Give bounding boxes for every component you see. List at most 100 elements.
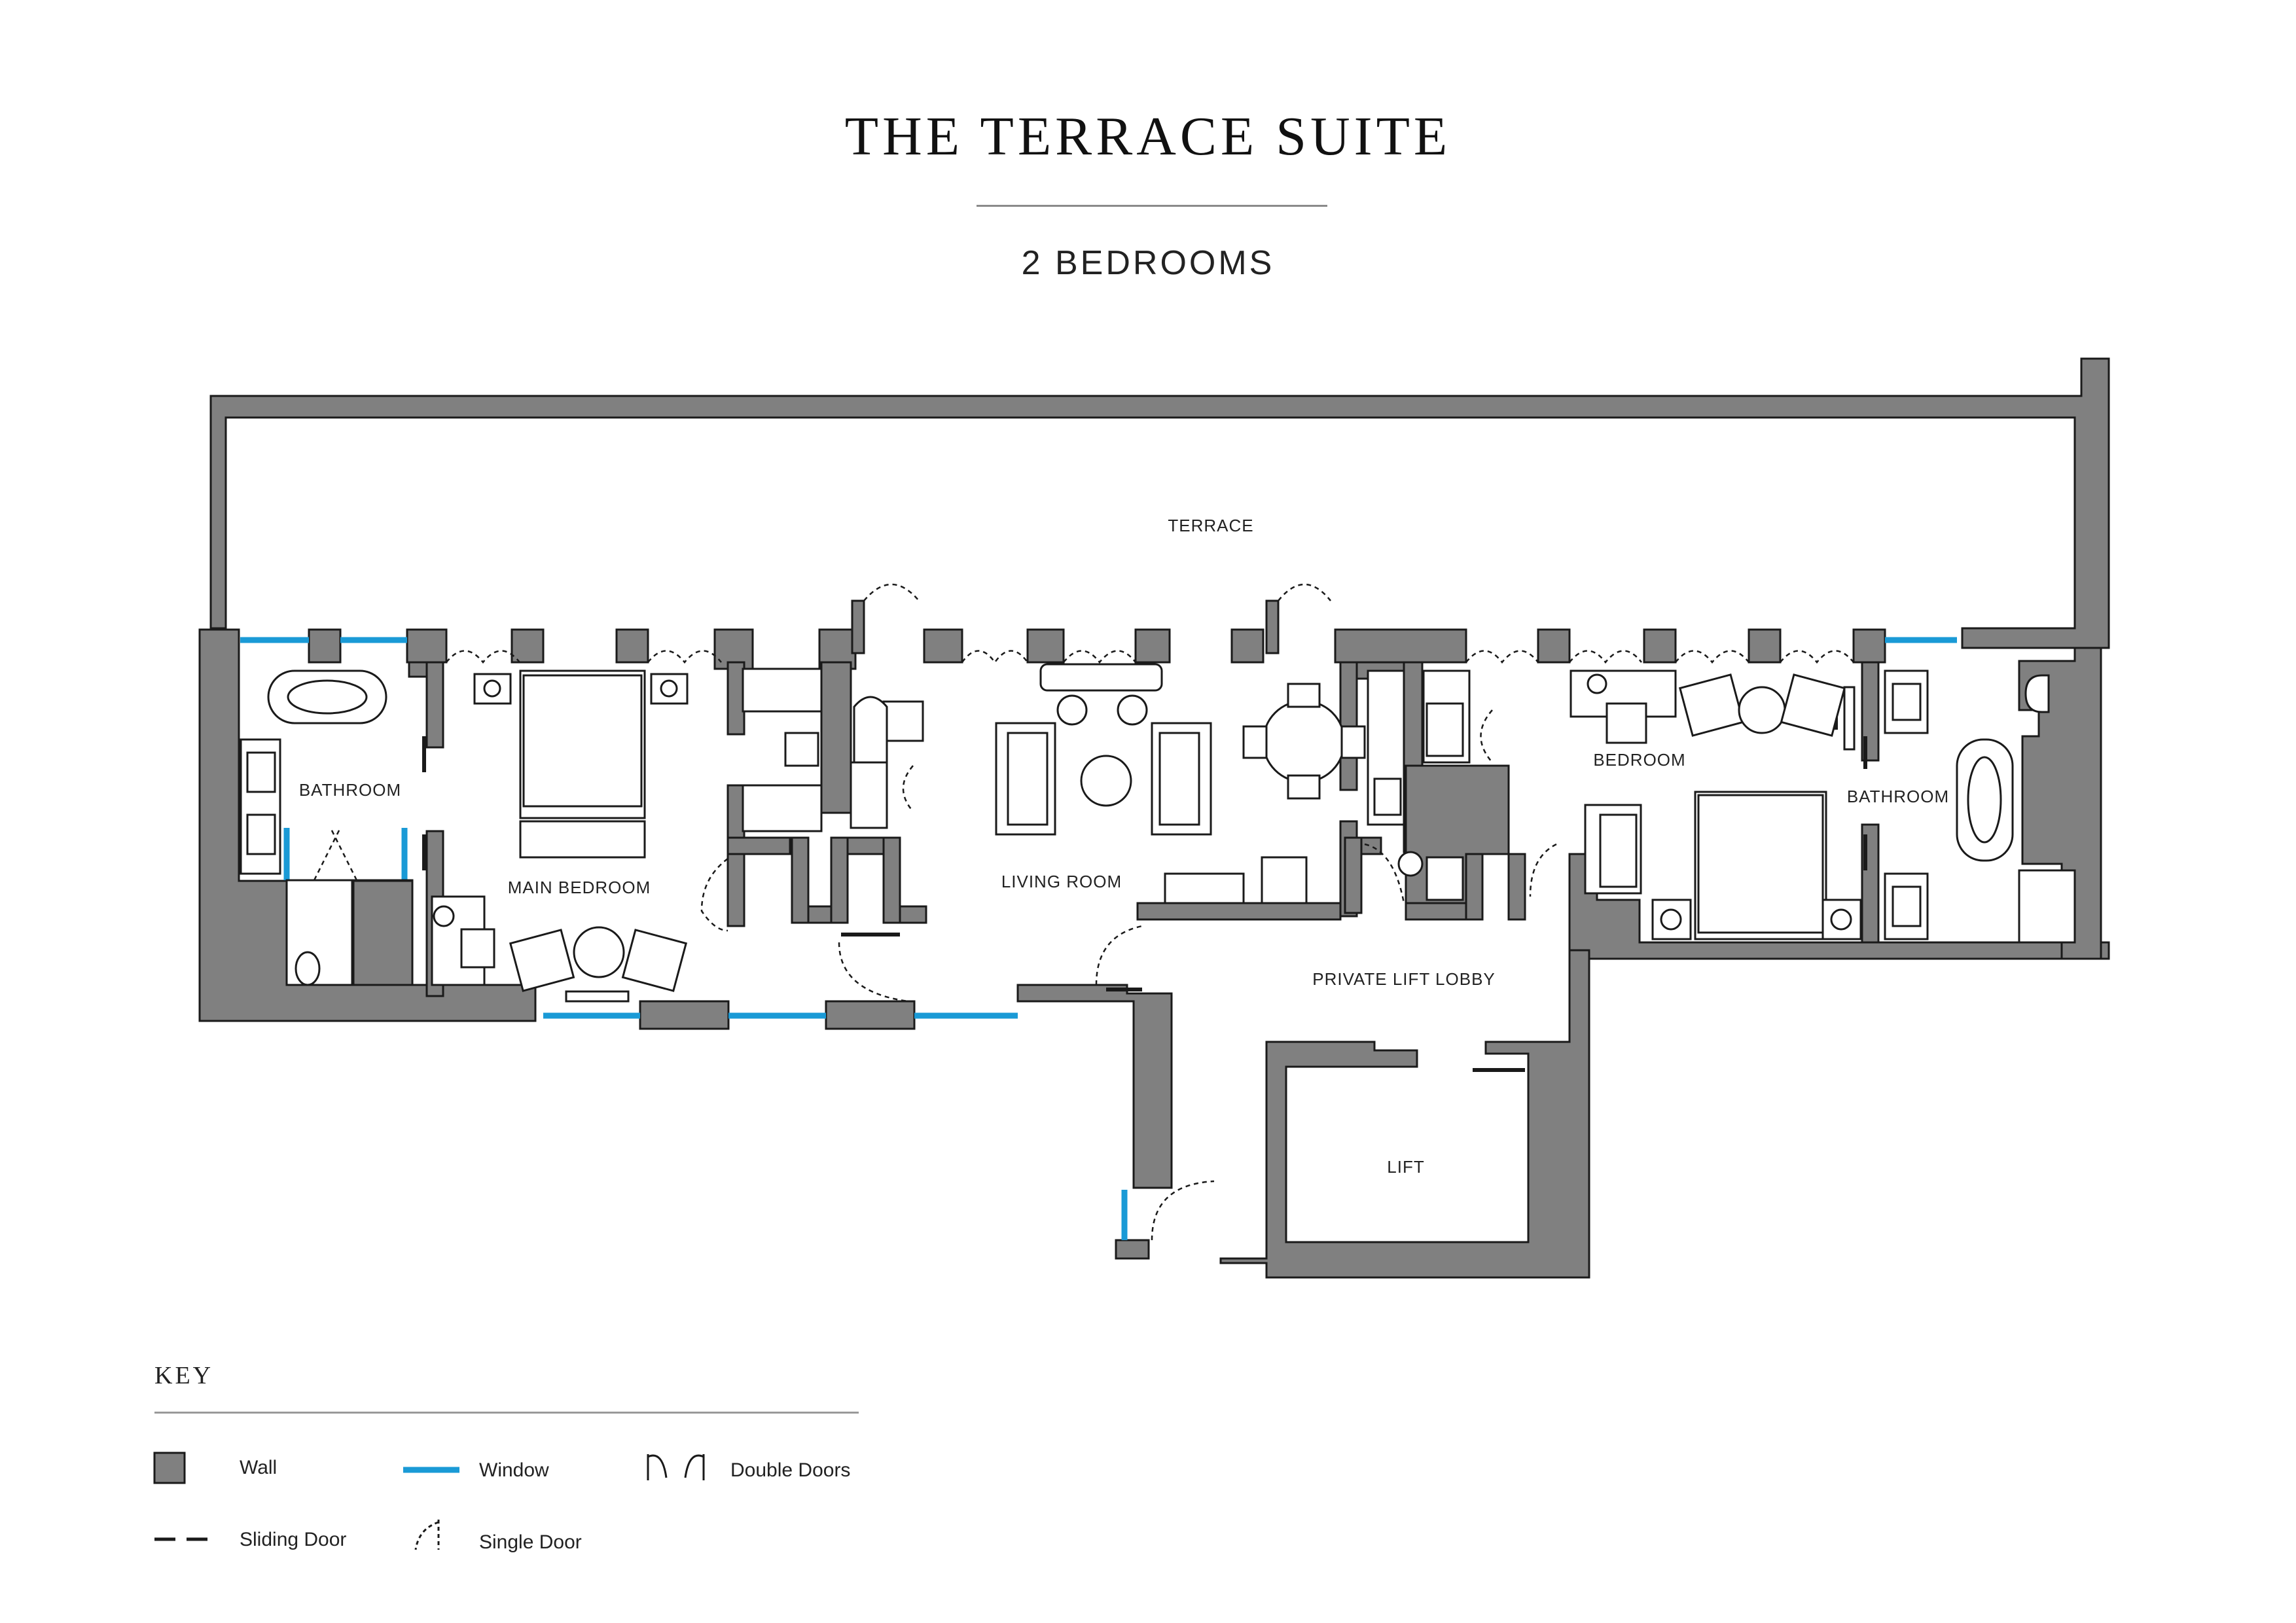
- key-label-single-door: Single Door: [479, 1531, 582, 1553]
- room-label-bathroom-right: BATHROOM: [1847, 787, 1949, 806]
- bathtub-basin: [1967, 756, 2002, 844]
- wall-pier: [406, 628, 448, 664]
- sofa-seat: [1007, 732, 1049, 826]
- wardrobe-curved: [853, 696, 888, 764]
- shower-tray: [2018, 869, 2076, 944]
- sink: [246, 751, 276, 793]
- key-single-door-swatch: [414, 1520, 440, 1550]
- partition-wall: [726, 836, 791, 855]
- lobby-west-wall: [1016, 984, 1173, 1189]
- pantry-appliance: [1373, 777, 1402, 816]
- wc-cabinet: [1426, 702, 1464, 757]
- page-title: THE TERRACE SUITE: [844, 106, 1452, 167]
- partition-wall: [1507, 853, 1526, 921]
- key-label-sliding-door: Sliding Door: [240, 1529, 347, 1550]
- armchair: [1261, 856, 1308, 904]
- double-door: [1780, 650, 1854, 664]
- lamp: [1587, 673, 1607, 694]
- room-label-living-room: LIVING ROOM: [1001, 872, 1122, 891]
- doors: [313, 583, 1854, 1241]
- lamp: [660, 679, 678, 698]
- bed-mattress: [1697, 794, 1824, 934]
- wall-pier: [1026, 628, 1065, 664]
- sink-basin: [1892, 885, 1922, 927]
- room-label-bedroom: BEDROOM: [1593, 750, 1685, 770]
- vanity-counter: [882, 700, 924, 742]
- lamp: [1830, 908, 1852, 931]
- double-door: [647, 650, 722, 664]
- wall-pier: [1134, 628, 1171, 664]
- double-door: [1063, 650, 1136, 664]
- coffee-table: [1080, 755, 1132, 807]
- single-door: [1529, 843, 1557, 897]
- key-label-wall: Wall: [240, 1457, 278, 1478]
- wall-pier: [1643, 628, 1677, 664]
- ottoman: [565, 990, 630, 1003]
- dining-table: [1262, 700, 1346, 783]
- key-label-double-doors: Double Doors: [730, 1459, 851, 1481]
- wall-pier: [1334, 628, 1467, 664]
- key-wall-swatch: [153, 1452, 186, 1484]
- wc-toilet: [1397, 851, 1424, 877]
- dressing-chair: [784, 732, 819, 767]
- sink-basin: [1892, 683, 1922, 721]
- double-door: [1465, 650, 1539, 664]
- tv-unit: [1843, 686, 1856, 751]
- shower: [352, 879, 414, 986]
- facade-segment: [825, 1000, 916, 1030]
- double-door: [961, 650, 1029, 664]
- key-divider: [154, 1412, 859, 1414]
- partition-wall: [820, 661, 852, 814]
- single-door: [1095, 925, 1143, 986]
- terrace-parapet: [209, 357, 2110, 649]
- bench: [519, 820, 646, 859]
- room-label-private-lift-lobby: PRIVATE LIFT LOBBY: [1312, 969, 1496, 989]
- vanity-counter: [850, 761, 888, 829]
- wall-pier: [1230, 628, 1265, 664]
- side-table: [1738, 686, 1786, 734]
- wall-pier: [1748, 628, 1782, 664]
- windows: [240, 637, 1957, 1240]
- partition-wall: [846, 836, 888, 855]
- wall-pier: [511, 628, 545, 664]
- title-divider: [977, 205, 1327, 207]
- dining-chair: [1287, 774, 1321, 800]
- wall-pier: [308, 628, 342, 664]
- wc-sink: [1426, 856, 1464, 901]
- key-symbols: [153, 1452, 705, 1550]
- wall-pier: [1852, 628, 1886, 664]
- armchair: [1780, 673, 1846, 737]
- lamp: [483, 679, 501, 698]
- partition-wall: [425, 661, 444, 749]
- single-door: [1151, 1180, 1215, 1241]
- wall-pier: [1537, 628, 1571, 664]
- key-title: KEY: [154, 1362, 214, 1389]
- sink: [246, 813, 276, 855]
- single-door: [329, 827, 358, 881]
- partition-wall: [726, 661, 745, 736]
- bathtub-basin: [287, 679, 368, 715]
- coffee-table: [573, 926, 625, 978]
- wall-pier: [1265, 599, 1280, 654]
- room-label-main-bedroom: MAIN BEDROOM: [508, 878, 651, 897]
- double-door: [1675, 650, 1749, 664]
- desk-chair: [1605, 702, 1647, 744]
- single-door: [700, 858, 728, 932]
- double-door: [1569, 650, 1642, 664]
- partition-wall: [1344, 836, 1363, 914]
- partition-wall: [830, 836, 849, 924]
- main-bed-mattress: [522, 674, 643, 808]
- armchair: [1678, 673, 1745, 737]
- toilet: [295, 951, 321, 986]
- sideboard: [1039, 663, 1163, 692]
- key-label-window: Window: [479, 1459, 549, 1481]
- lamp: [1660, 908, 1682, 931]
- single-door: [313, 827, 342, 881]
- side-table: [1117, 694, 1148, 726]
- armchair: [509, 929, 575, 992]
- lamp: [433, 905, 455, 927]
- key-double-doors-swatch: [647, 1454, 705, 1480]
- single-door: [902, 765, 914, 812]
- double-door: [863, 583, 920, 601]
- toilet: [2024, 674, 2050, 713]
